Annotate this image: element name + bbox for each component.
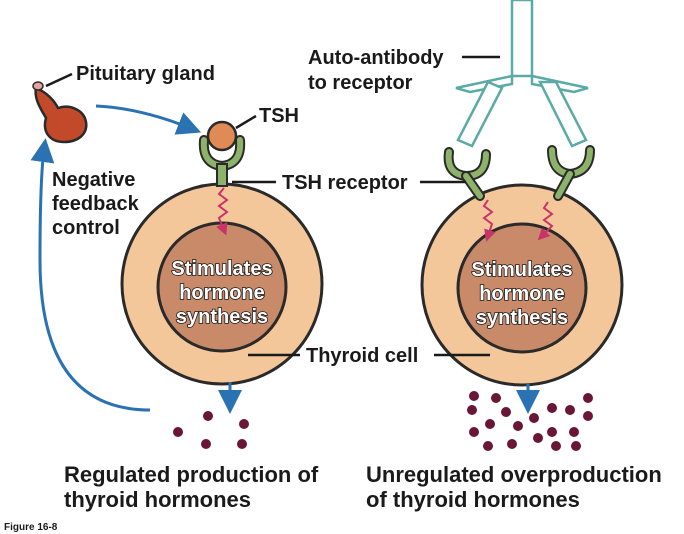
tsh-leader-line: [235, 114, 257, 130]
unregulated-label-line1: Unregulated overproduction: [366, 462, 662, 487]
left-signal-arrow: [216, 187, 229, 236]
right-stimulates-line1: Stimulates: [471, 259, 572, 281]
right-tsh-receptor-1: [443, 147, 491, 201]
right-stimulates-line2: hormone: [479, 283, 565, 305]
left-tsh-receptor: [198, 135, 246, 187]
left-stimulates-line3: synthesis: [176, 306, 268, 328]
right-nucleus: [456, 222, 588, 354]
right-signal-arrow-1: [482, 199, 496, 242]
antibody-label-line1: Auto-antibody: [308, 47, 444, 69]
left-stimulates-line1: Stimulates: [171, 258, 272, 280]
pituitary-gland: [32, 81, 88, 144]
thyroid-cell-label: Thyroid cell: [306, 345, 418, 367]
antibody-label-line2: to receptor: [308, 72, 413, 94]
right-signal-arrow-2: [537, 201, 554, 241]
figure-caption: Figure 16-8: [4, 522, 58, 533]
negative-feedback-line2: feedback: [52, 193, 140, 215]
auto-antibody: [455, 0, 589, 148]
tsh-label: TSH: [259, 105, 299, 127]
pituitary-leader-line: [45, 72, 73, 88]
tsh-molecule: [206, 120, 238, 152]
regulated-label-line2: thyroid hormones: [64, 487, 251, 512]
negative-feedback-arrow: [30, 138, 151, 412]
tsh-receptor-label: TSH receptor: [282, 172, 408, 194]
regulated-hormones: [173, 411, 249, 449]
unregulated-hormones: [467, 391, 593, 451]
pituitary-to-tsh-arrow: [95, 104, 202, 135]
negative-feedback-line3: control: [52, 217, 120, 239]
left-thyroid-cell: Stimulates hormone synthesis: [120, 182, 324, 386]
right-thyroid-cell: Stimulates hormone synthesis: [420, 183, 624, 387]
right-stimulates-line3: synthesis: [476, 307, 568, 329]
right-tsh-receptor-2: [547, 145, 595, 201]
negative-feedback-line1: Negative: [52, 169, 135, 191]
unregulated-label-line2: of thyroid hormones: [366, 487, 580, 512]
pituitary-gland-label: Pituitary gland: [76, 63, 215, 85]
regulated-label-line1: Regulated production of: [64, 462, 319, 487]
left-stimulates-line2: hormone: [179, 282, 265, 304]
